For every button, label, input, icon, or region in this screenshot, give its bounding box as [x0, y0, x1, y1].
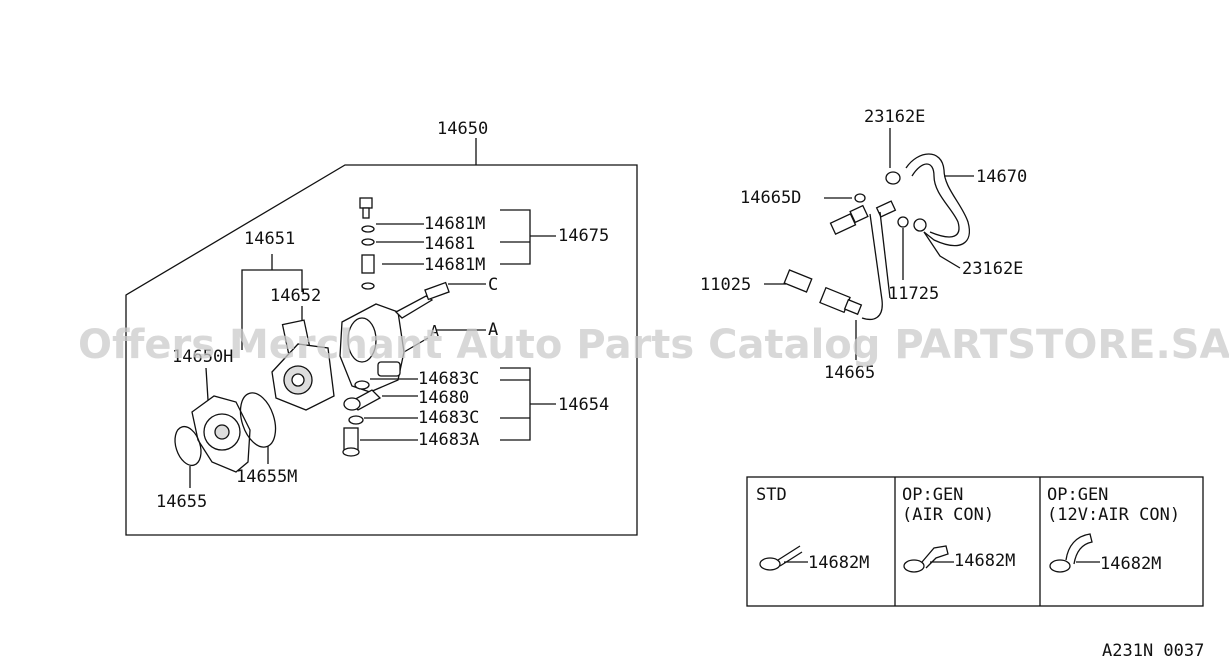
option-heading: OP:GEN	[902, 485, 963, 505]
cover-plate-part	[191, 395, 251, 473]
label-14665D[interactable]: 14665D	[740, 188, 801, 208]
bolt-stack-part	[359, 197, 375, 290]
bolt-part	[783, 269, 813, 293]
ref-c: C	[488, 275, 498, 295]
label-14665[interactable]: 14665	[824, 363, 875, 383]
label-23162E-top[interactable]: 23162E	[864, 107, 925, 127]
label-14681[interactable]: 14681	[424, 234, 475, 254]
pump-body-part	[271, 343, 335, 411]
option-part-14682M-std[interactable]: 14682M	[808, 553, 869, 573]
label-14681M-b[interactable]: 14681M	[424, 255, 485, 275]
option-heading: OP:GEN	[1047, 485, 1108, 505]
label-14654[interactable]: 14654	[558, 395, 609, 415]
label-14652[interactable]: 14652	[270, 286, 321, 306]
hose-part	[905, 153, 970, 247]
watermark: Offers Merchant Auto Parts Catalog PARTS…	[78, 322, 1229, 368]
gasket-ring-part	[239, 392, 277, 448]
svg-text:A: A	[430, 322, 439, 340]
option-12v-air-con: OP:GEN (12V:AIR CON) 14682M	[1047, 485, 1180, 574]
label-11025[interactable]: 11025	[700, 275, 751, 295]
label-14683C-b[interactable]: 14683C	[418, 408, 479, 428]
option-part-14682M-12v[interactable]: 14682M	[1100, 554, 1161, 574]
label-14681M-a[interactable]: 14681M	[424, 214, 485, 234]
label-14650[interactable]: 14650	[437, 119, 488, 139]
label-14683C-a[interactable]: 14683C	[418, 369, 479, 389]
ref-a: A	[488, 320, 498, 340]
label-14670[interactable]: 14670	[976, 167, 1027, 187]
label-14683A[interactable]: 14683A	[418, 430, 479, 450]
option-part-14682M-aircon[interactable]: 14682M	[954, 551, 1015, 571]
label-14650H[interactable]: 14650H	[172, 347, 233, 367]
assembly-frame	[125, 164, 638, 536]
option-subheading: (AIR CON)	[902, 505, 994, 525]
right-assembly: 23162E 14670 14665D 23162E 11725 11025	[700, 107, 1027, 383]
label-23162E-bottom[interactable]: 23162E	[962, 259, 1023, 279]
hose-end-part	[819, 286, 863, 316]
clamp-part	[885, 171, 901, 185]
option-subheading: (12V:AIR CON)	[1047, 505, 1180, 525]
label-14651[interactable]: 14651	[244, 229, 295, 249]
label-14655[interactable]: 14655	[156, 492, 207, 512]
label-14675[interactable]: 14675	[558, 226, 609, 246]
options-table: STD 14682M OP:GEN (AIR CON) 14682M OP:GE…	[746, 476, 1204, 607]
label-14655M[interactable]: 14655M	[236, 467, 297, 487]
option-air-con: OP:GEN (AIR CON) 14682M	[902, 485, 1015, 573]
label-11725[interactable]: 11725	[888, 284, 939, 304]
label-14680[interactable]: 14680	[418, 388, 469, 408]
o-ring-part	[174, 425, 202, 467]
left-assembly: 14650 14651 14652 14650H 14655 14655M	[125, 119, 638, 536]
housing-part	[339, 303, 405, 393]
diagram-code: A231N 0037	[1102, 641, 1204, 661]
option-heading: STD	[756, 485, 787, 505]
connector-part	[829, 200, 909, 321]
banjo-fitting-part	[342, 380, 382, 457]
option-std: STD 14682M	[756, 485, 869, 573]
